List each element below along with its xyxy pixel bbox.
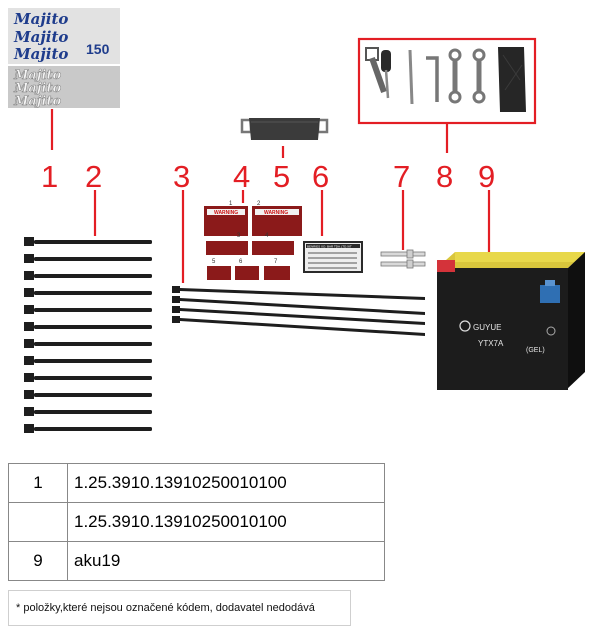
decal-sheet-blue: Majito Majito Majito 150 <box>8 8 120 64</box>
svg-text:Majito: Majito <box>13 28 68 46</box>
screwdriver-bit-tool <box>408 49 414 105</box>
position-cell <box>8 502 68 542</box>
name-plate: BENRIES XO. BAR TDA.LTD.XIT <box>303 241 363 273</box>
table-row: 1.25.3910.13910250010100 <box>8 502 385 542</box>
decal-sheet-silver: Majito Majito Majito <box>8 66 120 109</box>
svg-text:150: 150 <box>86 41 110 57</box>
callout-3: 3 <box>173 159 190 194</box>
screwdriver-tool <box>381 50 391 99</box>
callout-4: 4 <box>233 159 250 194</box>
svg-text:Majito: Majito <box>13 81 61 96</box>
callout-7: 7 <box>393 159 410 194</box>
svg-text:7: 7 <box>274 259 278 265</box>
rivet-pins <box>380 249 426 269</box>
callout-1: 1 <box>41 159 58 194</box>
callout-9: 9 <box>478 159 495 194</box>
svg-text:5: 5 <box>212 259 216 265</box>
tool-pouch <box>498 47 526 112</box>
hex-key-tool <box>426 56 439 102</box>
callout-5: 5 <box>273 159 290 194</box>
code-cell: 1.25.3910.13910250010100 <box>67 502 385 542</box>
svg-text:(GEL): (GEL) <box>526 347 545 354</box>
svg-text:BENRIES XO. BAR TDA.LTD.XIT: BENRIES XO. BAR TDA.LTD.XIT <box>307 245 352 249</box>
warning-stickers: 1 2 WARNING WARNING 3 4 5 6 7 <box>204 201 302 280</box>
long-cable-ties <box>172 286 425 336</box>
position-cell: 9 <box>8 541 68 581</box>
svg-text:3: 3 <box>237 233 241 239</box>
svg-text:4: 4 <box>265 233 269 239</box>
svg-text:Majito: Majito <box>13 94 61 109</box>
callout-2: 2 <box>85 159 102 194</box>
table-row: 1 1.25.3910.13910250010100 <box>8 463 385 503</box>
svg-text:2: 2 <box>257 201 261 207</box>
leader-lines <box>50 109 491 283</box>
svg-text:GUYUE: GUYUE <box>473 323 501 332</box>
callout-6: 6 <box>312 159 329 194</box>
tool-kit-box <box>357 37 537 125</box>
cable-ties-bundle <box>24 237 152 433</box>
footnote: * položky,které nejsou označené kódem, d… <box>8 590 351 626</box>
code-cell: aku19 <box>67 541 385 581</box>
svg-text:WARNING: WARNING <box>264 210 288 216</box>
open-wrench-tool-1 <box>448 48 462 104</box>
svg-text:Majito: Majito <box>13 10 68 28</box>
parts-diagram: Majito Majito Majito 150 Majito Majito M… <box>8 8 585 433</box>
open-wrench-tool-2 <box>472 48 486 104</box>
callout-numbers: 1 2 3 4 5 6 7 8 9 <box>41 159 495 194</box>
battery: GUYUE YTX7A (GEL) <box>437 252 585 390</box>
parts-table: 1 1.25.3910.13910250010100 1.25.3910.139… <box>8 463 385 581</box>
battery-strap <box>240 118 329 140</box>
table-row: 9 aku19 <box>8 541 385 581</box>
callout-8: 8 <box>436 159 453 194</box>
svg-text:6: 6 <box>239 259 243 265</box>
svg-text:WARNING: WARNING <box>214 210 238 216</box>
code-cell: 1.25.3910.13910250010100 <box>67 463 385 503</box>
socket-wrench-tool <box>365 47 387 93</box>
svg-text:Majito: Majito <box>13 45 68 63</box>
svg-text:Majito: Majito <box>13 68 61 83</box>
svg-text:YTX7A: YTX7A <box>478 339 504 348</box>
position-cell: 1 <box>8 463 68 503</box>
svg-text:1: 1 <box>229 201 233 207</box>
